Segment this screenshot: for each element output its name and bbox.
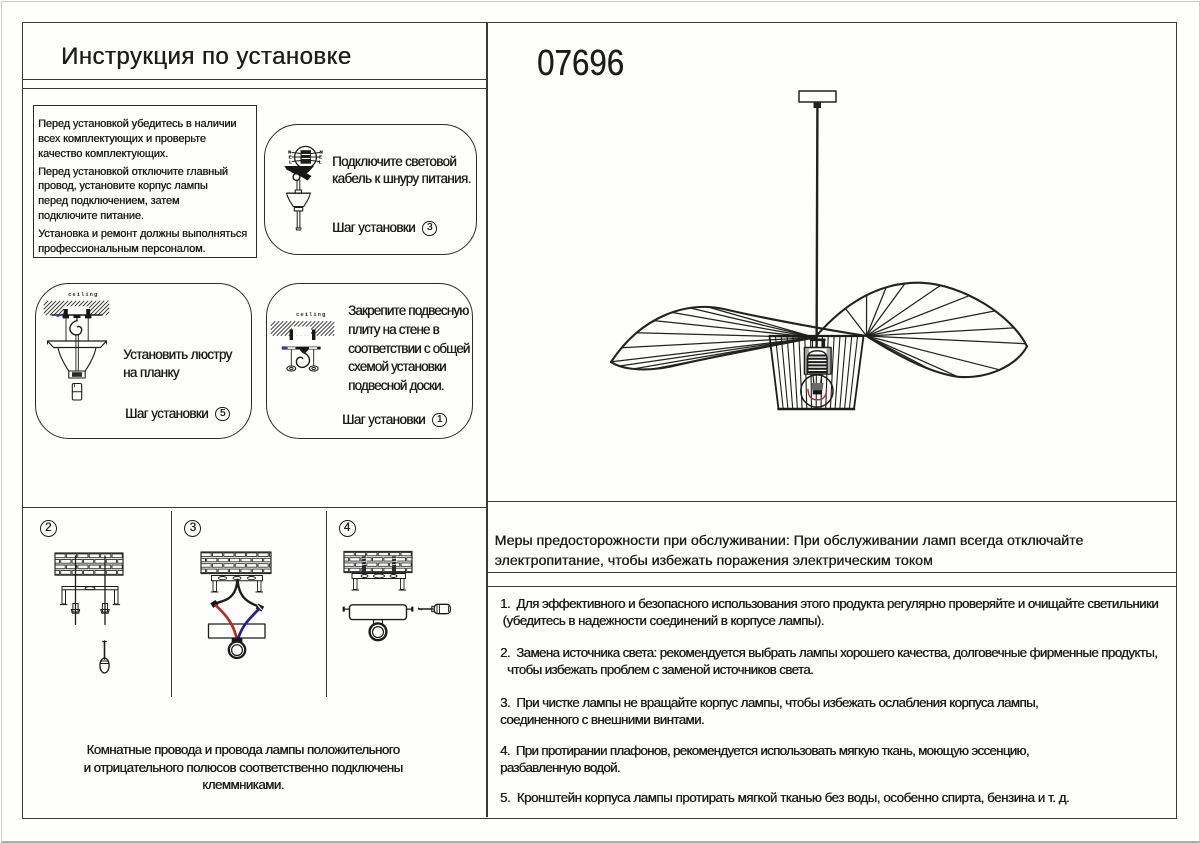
svg-text:ceiling: ceiling (68, 292, 98, 298)
svg-text:L: L (289, 160, 292, 165)
svg-text:L: L (319, 160, 322, 165)
svg-text:ceiling: ceiling (296, 312, 326, 318)
